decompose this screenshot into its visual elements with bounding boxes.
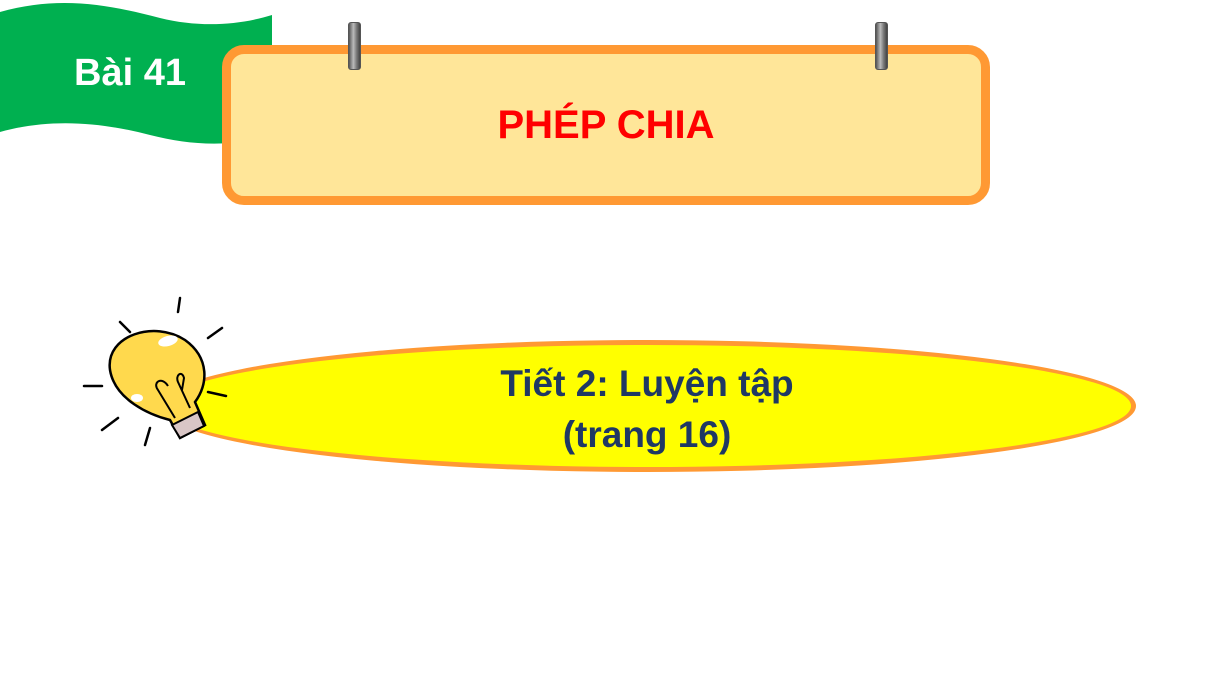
pin-icon — [348, 22, 361, 70]
title-card — [222, 45, 990, 205]
page-title: PHÉP CHIA — [497, 103, 715, 147]
lesson-number: Bài 41 — [74, 52, 186, 94]
green-flag-banner — [0, 2, 272, 144]
lesson-title: Tiết 2: Luyện tập — [500, 363, 794, 404]
lightbulb-icon — [82, 296, 228, 447]
lesson-page: (trang 16) — [562, 414, 732, 455]
pin-icon — [875, 22, 888, 70]
